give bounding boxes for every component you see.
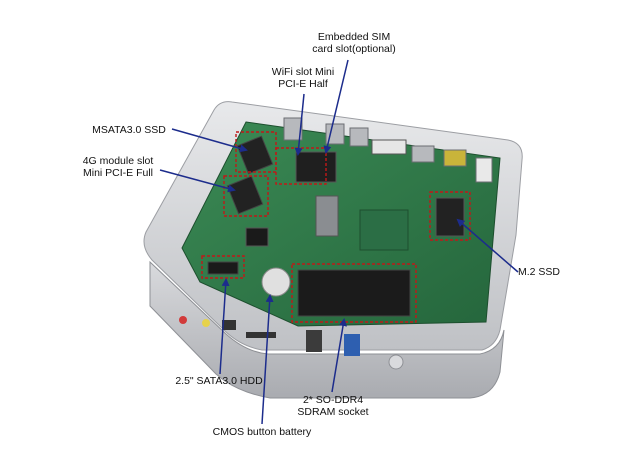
rear-port-dc: [411, 145, 435, 163]
chassis-front-panel: [149, 260, 505, 399]
highlight-ram: [291, 263, 417, 323]
chip-main: [245, 227, 269, 247]
arrow-icon: [159, 169, 236, 193]
highlight-sata: [201, 255, 245, 279]
label-ddr4-line1: 2* SO-DDR4: [302, 394, 364, 406]
chip-cpu: [371, 139, 407, 155]
m2-slot: [435, 197, 465, 237]
label-sata-hdd: 2.5" SATA3.0 HDD: [166, 375, 272, 387]
arrow-icon: [171, 128, 248, 153]
label-4g-module-line1: 4G module slot: [82, 155, 154, 167]
chip-pch: [359, 209, 409, 251]
rear-port-power: [475, 157, 493, 183]
callout-arrows: [159, 59, 519, 425]
front-panel-ports: [179, 316, 404, 370]
highlight-4g: [223, 175, 269, 217]
label-wifi-slot: WiFi slot Mini PCI-E Half: [258, 66, 348, 90]
label-ddr4: 2* SO-DDR4 SDRAM socket: [288, 394, 378, 418]
label-embedded-sim-line1: Embedded SIM: [317, 31, 391, 43]
rear-port-extra: [443, 149, 467, 167]
front-port-usb-1: [306, 330, 322, 352]
label-4g-module: 4G module slot Mini PCI-E Full: [72, 155, 164, 179]
front-power-button: [388, 354, 404, 370]
front-port-usb-2: [344, 334, 360, 356]
sata-connector: [207, 261, 239, 275]
cmos-battery: [261, 267, 291, 297]
label-wifi-slot-line1: WiFi slot Mini: [271, 66, 335, 78]
label-4g-module-line2: Mini PCI-E Full: [82, 167, 153, 179]
label-embedded-sim-line2: card slot(optional): [312, 43, 396, 55]
rear-port-lan: [325, 123, 345, 145]
arrow-icon: [219, 278, 230, 375]
chip-sim: [295, 151, 337, 183]
highlight-msata: [235, 131, 277, 173]
pcb: [181, 121, 501, 327]
highlight-m2: [429, 191, 471, 241]
label-msata: MSATA3.0 SSD: [82, 124, 176, 136]
front-port-sd: [246, 332, 276, 338]
arrow-icon: [331, 318, 347, 393]
label-cmos-line1: CMOS button battery: [212, 426, 312, 438]
front-port-audio: [222, 320, 236, 330]
front-power-led: [179, 316, 187, 324]
minipcie-slot: [226, 175, 264, 215]
label-wifi-slot-line2: PCI-E Half: [278, 78, 328, 90]
label-m2-ssd-line1: M.2 SSD: [517, 266, 560, 278]
rear-port-usb: [349, 127, 369, 147]
rear-port-hdmi: [283, 117, 303, 141]
front-hdd-led: [202, 319, 210, 327]
ram-socket: [297, 269, 411, 317]
arrow-icon: [456, 218, 519, 273]
chip-vrm: [315, 195, 339, 237]
label-ddr4-line2: SDRAM socket: [297, 406, 369, 418]
label-sata-hdd-line1: 2.5" SATA3.0 HDD: [175, 375, 263, 387]
motherboard: [181, 117, 501, 327]
arrow-icon: [323, 59, 349, 154]
label-m2-ssd: M.2 SSD: [514, 266, 564, 278]
label-cmos: CMOS button battery: [204, 426, 320, 438]
arrow-icon: [261, 294, 274, 425]
label-msata-line1: MSATA3.0 SSD: [92, 124, 166, 136]
label-embedded-sim: Embedded SIM card slot(optional): [306, 31, 402, 55]
arrow-icon: [294, 93, 305, 156]
